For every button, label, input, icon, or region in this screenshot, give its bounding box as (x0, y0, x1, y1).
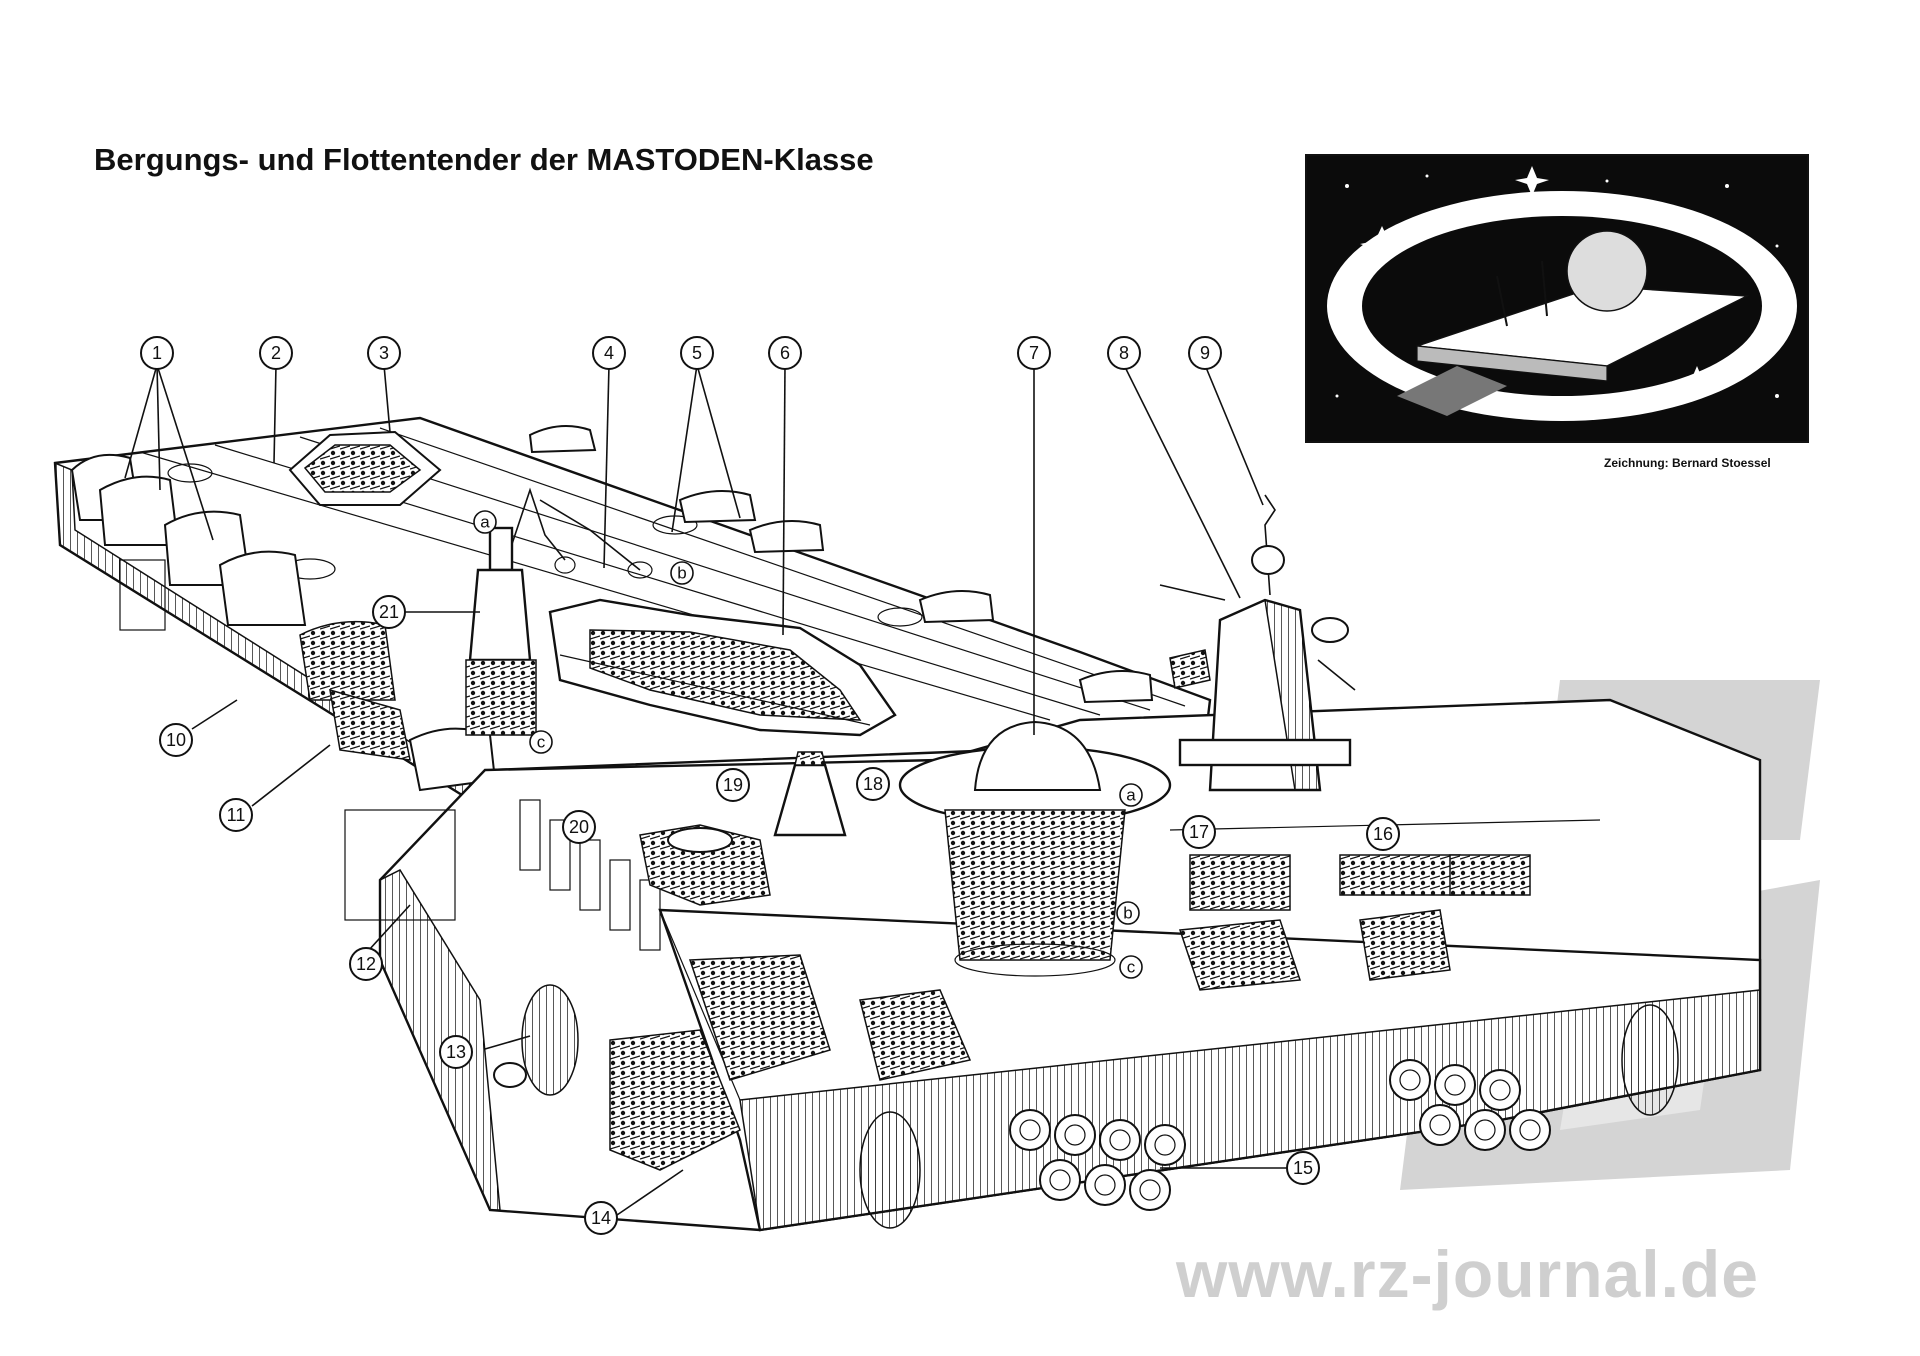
sub-label-dome-b: b (1116, 901, 1140, 925)
airlock-hatches (493, 984, 1679, 1229)
interior-machinery (329, 688, 1451, 1171)
sub-label-dome-a-text: a (1126, 786, 1136, 805)
callout-13: 13 (439, 1035, 473, 1069)
central-dome (898, 720, 1172, 977)
callout-12-label: 12 (356, 954, 376, 974)
callout-9-label: 9 (1200, 343, 1210, 363)
callout-15-label: 15 (1293, 1158, 1313, 1178)
callout-2-label: 2 (271, 343, 281, 363)
callout-11: 11 (219, 798, 253, 832)
inset-stars (1335, 166, 1779, 398)
callout-1: 1 (140, 336, 174, 370)
callout-14: 14 (584, 1201, 618, 1235)
callout-19: 19 (716, 768, 750, 802)
callout-6: 6 (768, 336, 802, 370)
callout-17-label: 17 (1189, 822, 1209, 842)
watermark-url: www.rz-journal.de (1176, 1237, 1759, 1311)
callout-15: 15 (1286, 1151, 1320, 1185)
sub-label-crane-b: b (670, 561, 694, 585)
callout-6-label: 6 (780, 343, 790, 363)
callout-18: 18 (856, 767, 890, 801)
sub-label-tower-c: c (529, 730, 553, 754)
callout-7: 7 (1017, 336, 1051, 370)
callout-17: 17 (1182, 815, 1216, 849)
callout-12: 12 (349, 947, 383, 981)
bridge-tower (1159, 494, 1356, 792)
callout-21-label: 21 (379, 602, 399, 622)
sub-label-crane-b-text: b (677, 564, 686, 583)
callout-13-label: 13 (446, 1042, 466, 1062)
cylinder-modules-right (528, 425, 1154, 704)
sub-label-tower-c-text: c (537, 733, 546, 752)
sub-label-dome-c-text: c (1127, 958, 1136, 977)
inset-space-scene (1327, 166, 1797, 421)
callout-5-label: 5 (692, 343, 702, 363)
callout-10-label: 10 (166, 730, 186, 750)
cylinder-modules-left (70, 453, 497, 792)
callout-3: 3 (367, 336, 401, 370)
callout-10: 10 (159, 723, 193, 757)
callout-16: 16 (1366, 817, 1400, 851)
callout-21: 21 (372, 595, 406, 629)
callout-11-label: 11 (227, 805, 246, 825)
callout-4-label: 4 (604, 343, 614, 363)
drawing-credit: Zeichnung: Bernard Stoessel (1604, 456, 1771, 470)
sub-label-tower-a-text: a (480, 513, 490, 532)
callout-9: 9 (1188, 336, 1222, 370)
callout-16-label: 16 (1373, 824, 1393, 844)
callout-5: 5 (680, 336, 714, 370)
sub-label-tower-a: a (473, 510, 497, 534)
callout-20: 20 (562, 810, 596, 844)
leader-lines (124, 364, 1481, 1216)
callout-1-label: 1 (152, 343, 162, 363)
callout-7-label: 7 (1029, 343, 1039, 363)
callout-3-label: 3 (379, 343, 389, 363)
callout-19-label: 19 (723, 775, 743, 795)
engine-cluster-left (1009, 1109, 1186, 1211)
open-cargo-bay (548, 598, 897, 737)
callout-2: 2 (259, 336, 293, 370)
inset-ship (1397, 230, 1750, 416)
callout-8: 8 (1107, 336, 1141, 370)
inset-illustration (1305, 154, 1809, 443)
capsule-19 (773, 751, 847, 837)
tower-21 (465, 526, 537, 736)
sub-label-dome-b-text: b (1123, 904, 1132, 923)
callout-20-label: 20 (569, 817, 589, 837)
engine-cluster-right (1389, 1059, 1551, 1151)
crane-arms (504, 487, 653, 579)
small-dome-20 (639, 824, 771, 906)
callout-8-label: 8 (1119, 343, 1129, 363)
hangar-decks (1169, 819, 1601, 911)
callout-18-label: 18 (863, 774, 883, 794)
page-title: Bergungs- und Flottentender der MASTODEN… (94, 142, 874, 177)
sub-label-dome-a: a (1119, 783, 1143, 807)
callout-14-label: 14 (591, 1208, 611, 1228)
sub-label-dome-c: c (1119, 955, 1143, 979)
callout-4: 4 (592, 336, 626, 370)
